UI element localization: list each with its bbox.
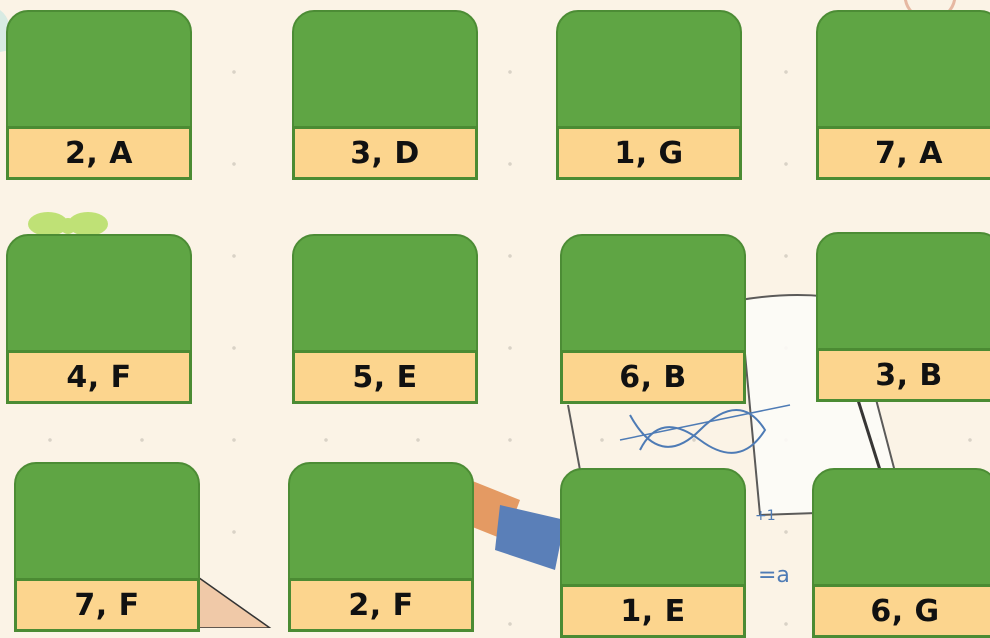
answer-card[interactable]: 7, A	[816, 10, 990, 180]
answer-card[interactable]: 6, G	[812, 468, 990, 638]
card-face	[6, 10, 192, 130]
card-label: 2, F	[288, 578, 474, 632]
card-label: 3, D	[292, 126, 478, 180]
answer-card[interactable]: 3, B	[816, 232, 990, 402]
answer-card[interactable]: 2, A	[6, 10, 192, 180]
svg-text:=a: =a	[758, 563, 790, 588]
card-label: 7, A	[816, 126, 990, 180]
card-label: 4, F	[6, 350, 192, 404]
card-face	[292, 234, 478, 354]
answer-card[interactable]: 7, F	[14, 462, 200, 632]
answer-card[interactable]: 1, E	[560, 468, 746, 638]
card-face	[6, 234, 192, 354]
card-label: 3, B	[816, 348, 990, 402]
card-label: 2, A	[6, 126, 192, 180]
card-label: 6, B	[560, 350, 746, 404]
card-face	[292, 10, 478, 130]
card-face	[556, 10, 742, 130]
card-label: 5, E	[292, 350, 478, 404]
card-label: 1, G	[556, 126, 742, 180]
card-face	[14, 462, 200, 582]
card-face	[816, 10, 990, 130]
answer-card[interactable]: 2, F	[288, 462, 474, 632]
answer-card[interactable]: 4, F	[6, 234, 192, 404]
card-face	[816, 232, 990, 352]
ruler-decoration	[195, 575, 270, 628]
card-face	[812, 468, 990, 588]
card-label: 6, G	[812, 584, 990, 638]
card-face	[560, 468, 746, 588]
bow-decoration	[28, 212, 108, 236]
answer-card[interactable]: 1, G	[556, 10, 742, 180]
answer-card[interactable]: 6, B	[560, 234, 746, 404]
answer-card[interactable]: 3, D	[292, 10, 478, 180]
answer-card[interactable]: 5, E	[292, 234, 478, 404]
card-label: 1, E	[560, 584, 746, 638]
svg-text:+1: +1	[755, 508, 776, 524]
card-label: 7, F	[14, 578, 200, 632]
card-face	[288, 462, 474, 582]
card-face	[560, 234, 746, 354]
